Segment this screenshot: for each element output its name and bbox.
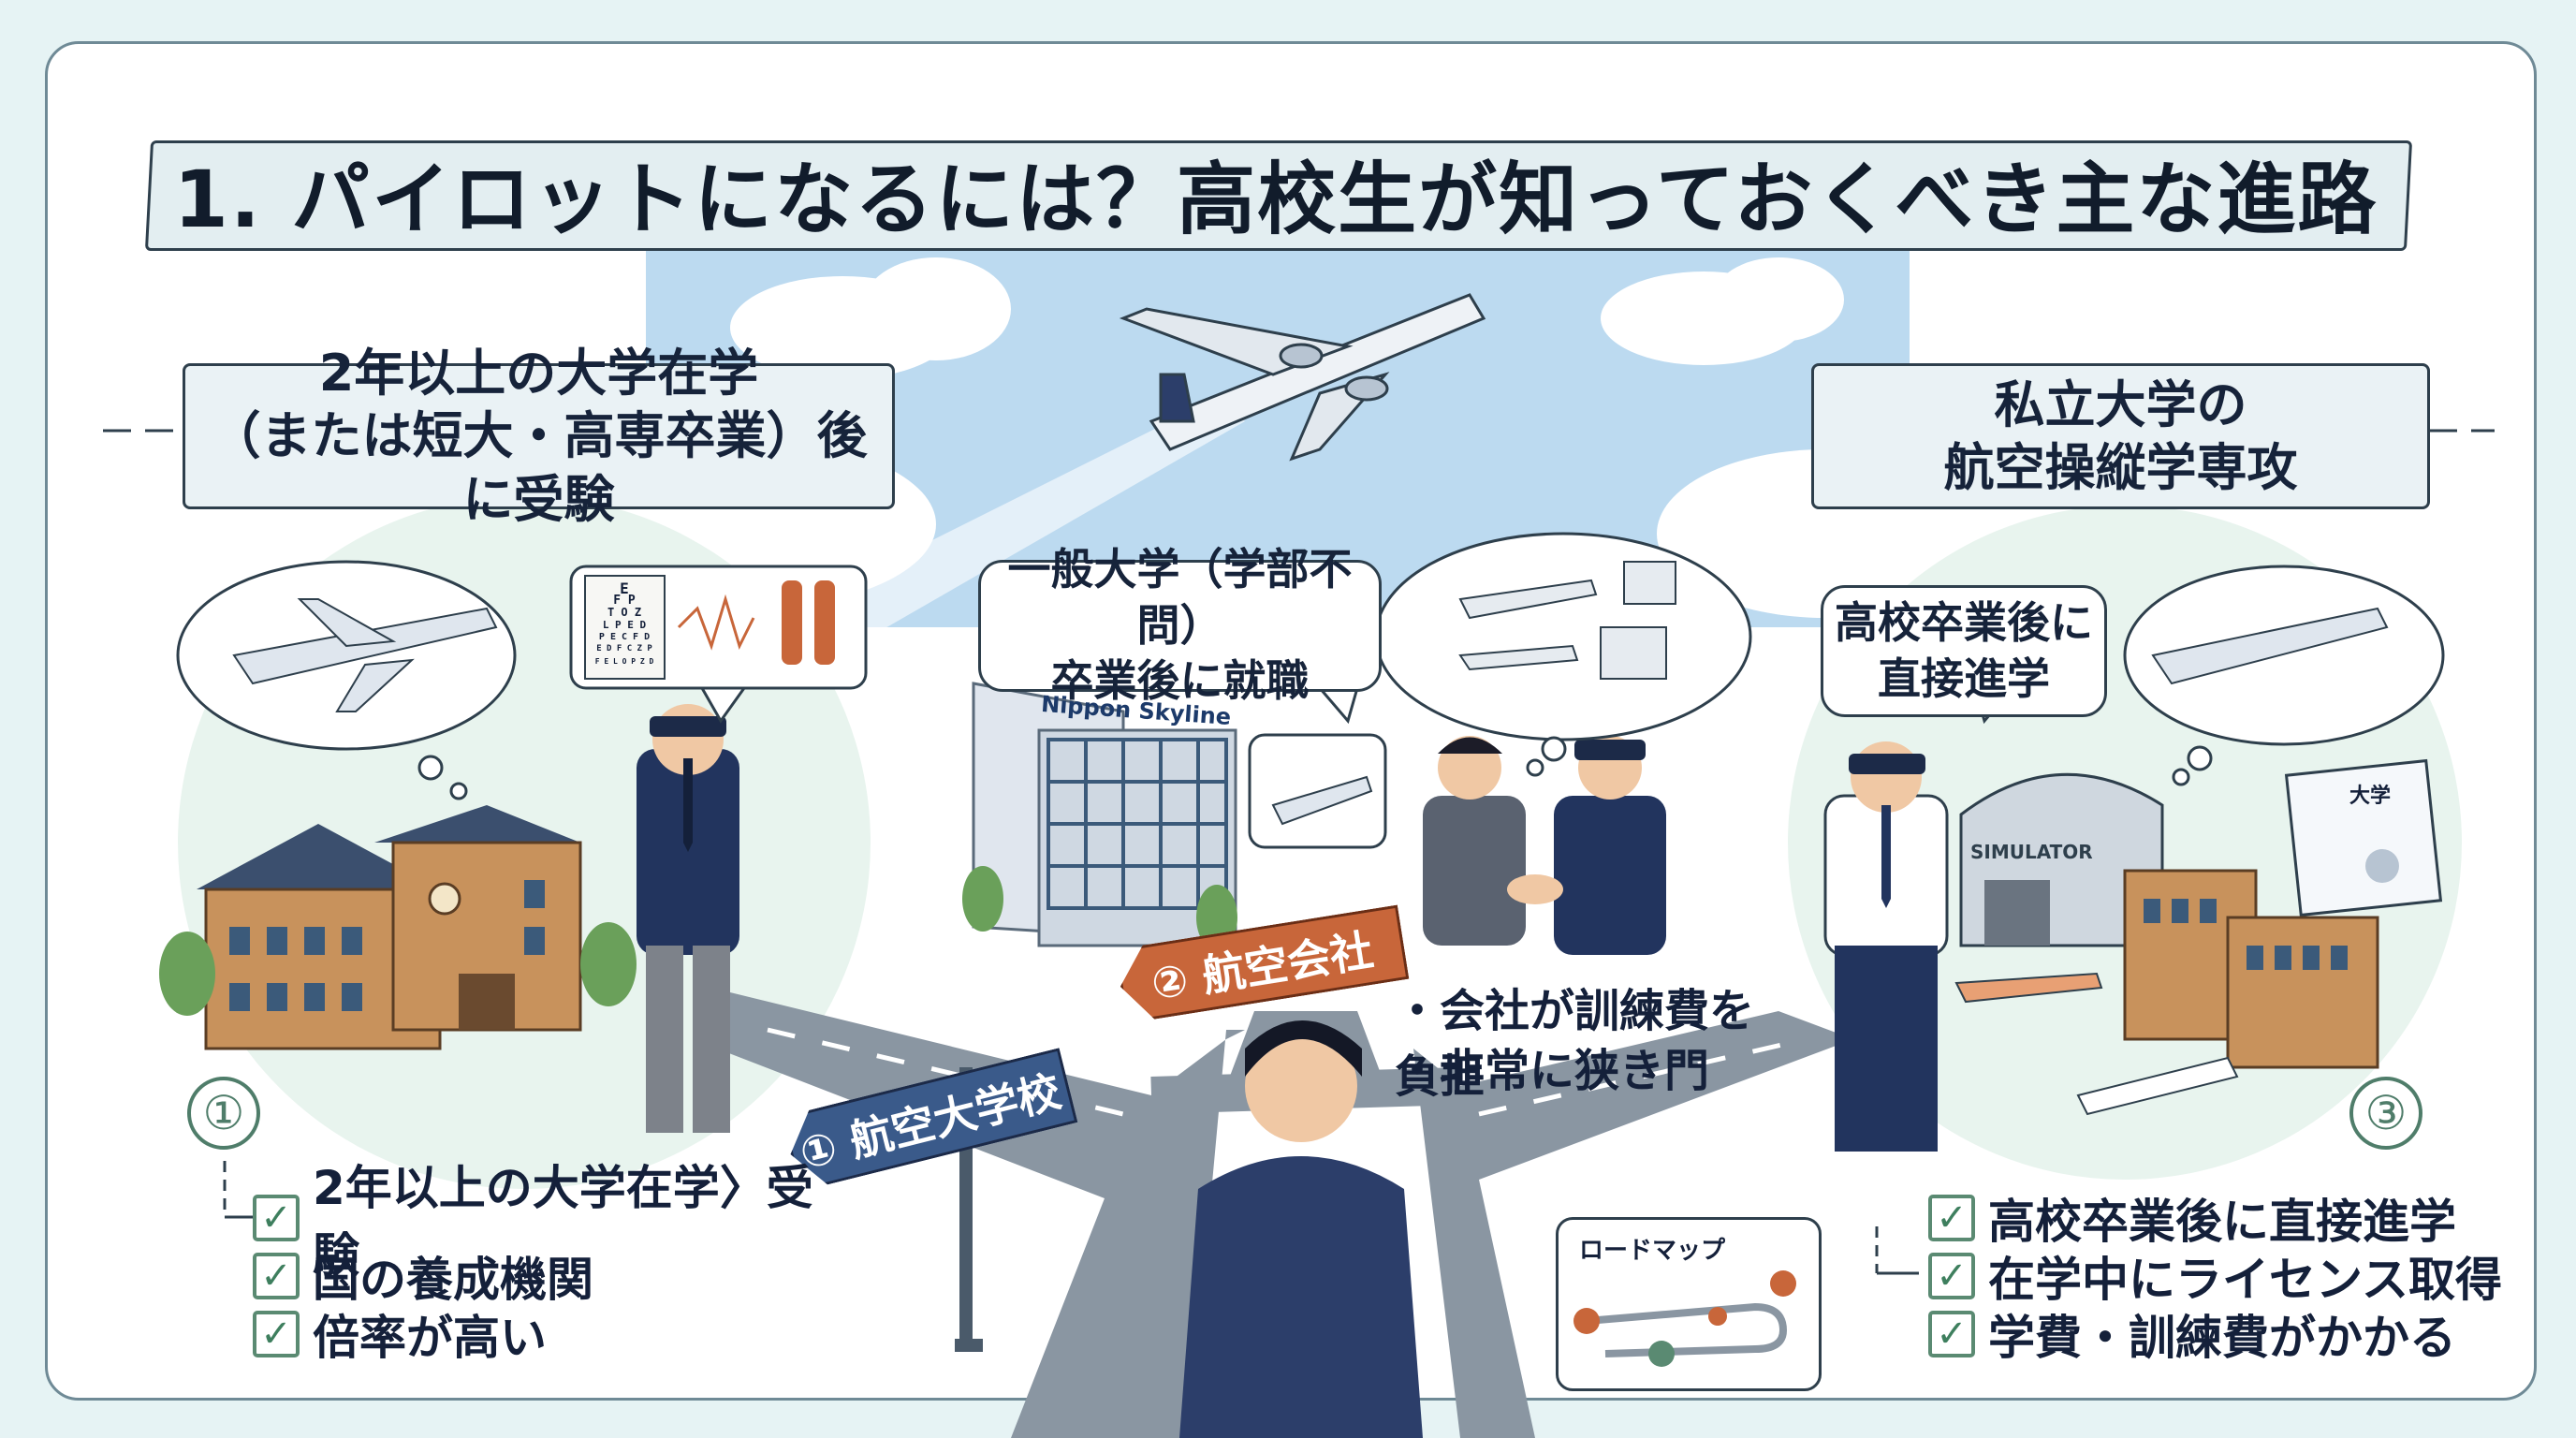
right-route-heading: 私立大学の 航空操縦学専攻 [1811,363,2430,509]
eye-chart-row: P E C F D [598,632,651,642]
contrail [814,393,1245,637]
checklist-item-label: 倍率が高い [313,1311,547,1365]
eye-chart-row: F P [613,594,636,608]
checklist-item-label: 学費・訓練費がかかる [1988,1311,2456,1365]
left-checklist: ✓ 2年以上の大学在学〉受験 ✓ 国の養成機関 ✓ 倍率が高い [253,1161,814,1365]
simulator-hangar [1959,772,2164,947]
checklist-item: ✓ 高校卒業後に直接進学 [1928,1189,2527,1249]
main-airplane [1119,293,1486,462]
computer-icon [1458,561,1676,680]
bullet-item: ・会社が訓練費を負担 [1395,985,1755,1103]
page-title: 1. パイロットになるには？高校生が知っておくべき主な進路 [173,153,2378,245]
student [1179,1020,1423,1438]
eye-chart-row: F E L O P Z D [594,657,654,666]
checklist-item: ✓ 倍率が高い [253,1305,814,1365]
right-heading-line-2: 航空操縦学専攻 [1943,438,2298,497]
checklist-item: ✓ 国の養成機関 [253,1247,814,1307]
checklist-item-label: 在学中にライセンス取得 [1988,1253,2502,1307]
roadmap-bubble: ロードマップ [1556,1217,1822,1391]
route-number-1: ① [187,1077,260,1150]
bullet-item: ・非常に狭き門 [1395,1045,1710,1097]
right-bubble-line-1: 高校卒業後に [1835,596,2093,648]
eye-chart-row: E [620,580,629,597]
check-icon: ✓ [1928,1311,1975,1357]
check-icon: ✓ [1928,1195,1975,1241]
eye-chart-row: E D F C Z P [596,644,652,653]
check-icon: ✓ [253,1311,300,1357]
check-icon: ✓ [253,1253,300,1299]
office-building [962,682,1237,950]
left-heading-line-2: （または短大・高専卒業）後に受験 [210,406,868,529]
checklist-item-label: 国の養成機関 [313,1253,593,1307]
center-bullets: ・会社が訓練費を負担 ・非常に狭き門 [1395,974,1788,1103]
small-planes [1954,972,2239,1116]
campus-buildings [2123,869,2379,1069]
eye-chart-row: L P E D [602,619,647,631]
jet-bubble [1248,733,1387,849]
route-number-3: ③ [2349,1077,2422,1150]
checklist-item: ✓ 2年以上の大学在学〉受験 [253,1161,814,1283]
handshake-scene [1423,736,1666,955]
right-checklist: ✓ 高校卒業後に直接進学 ✓ 在学中にライセンス取得 ✓ 学費・訓練費がかかる [1928,1189,2527,1365]
checklist-item: ✓ 学費・訓練費がかかる [1928,1305,2527,1365]
checklist-item-label: 2年以上の大学在学〉受験 [313,1161,813,1283]
right-pilot [1823,741,1949,1152]
center-bubble-line-1: 一般大学（学部不問） [1007,543,1353,651]
left-heading-line-1: 2年以上の大学在学 [318,343,759,403]
eye-chart-row: T O Z [607,606,642,619]
left-pilot [637,704,739,1133]
right-heading-line-1: 私立大学の [1994,374,2247,434]
checklist-item-label: 高校卒業後に直接進学 [1988,1195,2456,1249]
eye-chart-icon: E F P T O Z L P E D P E C F D E D F C Z … [588,580,661,676]
right-route-bubble: 高校卒業後に 直接進学 [1821,585,2107,717]
certificate-label: 大学 [2349,785,2392,808]
check-icon: ✓ [1928,1253,1975,1299]
center-bubble-line-2: 卒業後に就職 [1050,655,1310,707]
airplane-icon-right [2151,607,2389,685]
roadmap-icon [1573,1270,1796,1367]
center-route-bubble: 一般大学（学部不問） 卒業後に就職 [978,544,1382,706]
school-building [159,805,637,1050]
airplane-icon [232,598,498,712]
right-bubble-line-2: 直接進学 [1878,653,2050,704]
left-route-heading: 2年以上の大学在学 （または短大・高専卒業）後に受験 [183,344,895,529]
medical-bubble [569,565,868,690]
roadmap-label: ロードマップ [1579,1237,1726,1265]
check-icon: ✓ [253,1195,300,1241]
decor-lines [103,429,2495,1275]
hangar-sign: SIMULATOR [1970,841,2093,863]
checklist-item: ✓ 在学中にライセンス取得 [1928,1247,2527,1307]
certificate [2284,758,2443,917]
